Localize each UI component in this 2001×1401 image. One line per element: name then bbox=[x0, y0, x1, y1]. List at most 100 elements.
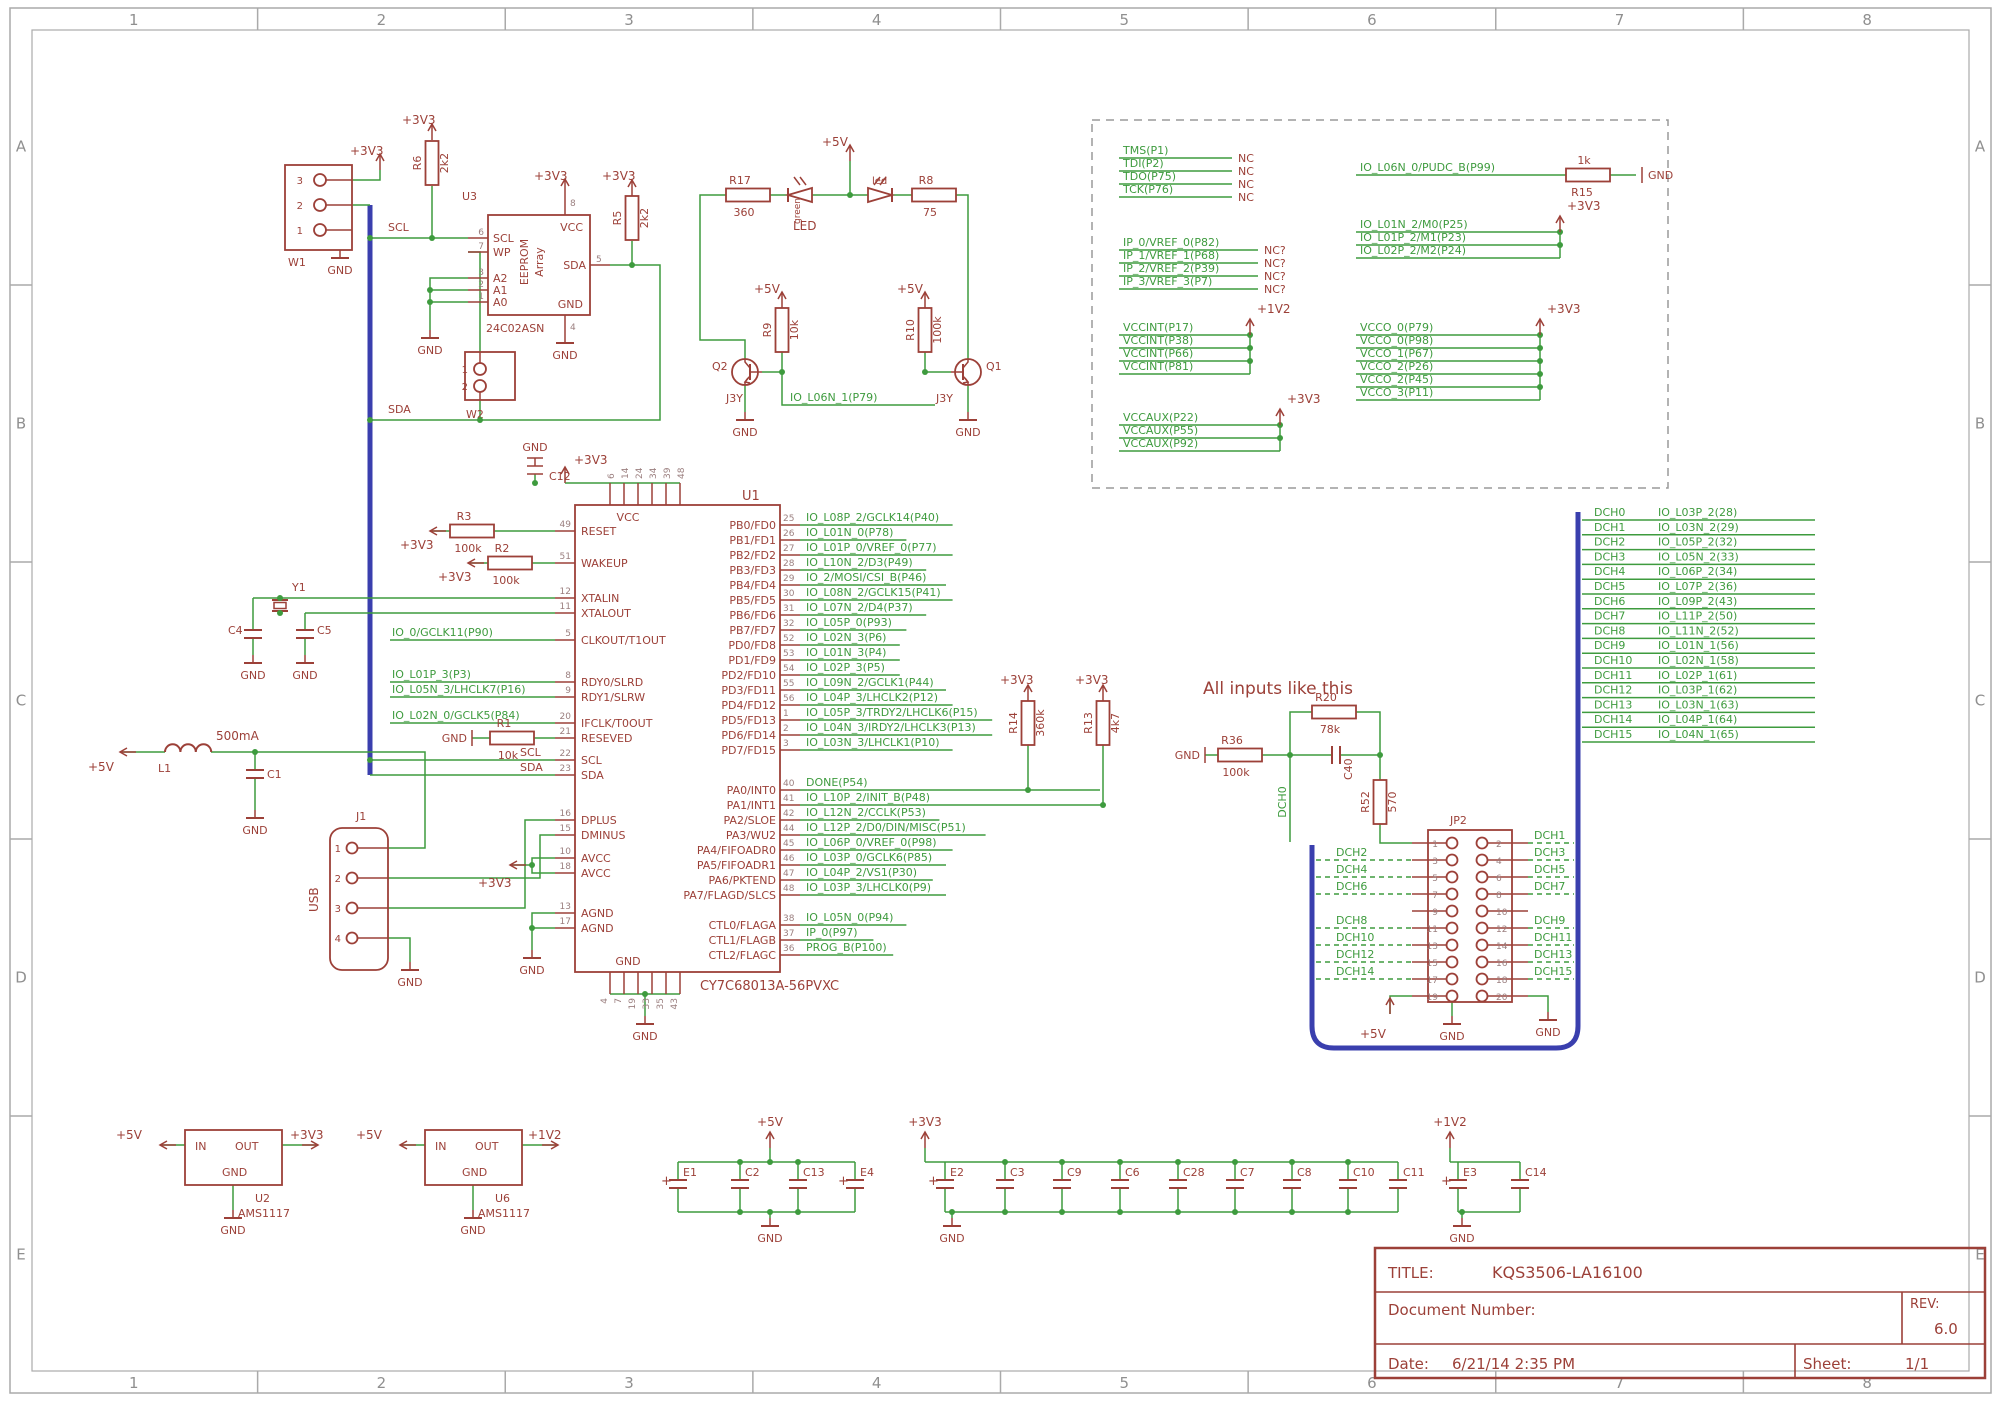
junction-dot bbox=[277, 610, 283, 616]
pin-name: PD1/FD9 bbox=[728, 654, 776, 667]
junction-dot bbox=[1345, 1159, 1351, 1165]
resistor-R2 bbox=[487, 555, 533, 571]
power-arrow-icon bbox=[560, 465, 570, 475]
net-label: VCCINT(P66) bbox=[1123, 347, 1193, 360]
pin-number: 1 bbox=[1432, 840, 1438, 850]
net-label: IO_L03N_2(29) bbox=[1658, 521, 1739, 534]
jp2-pin bbox=[1475, 955, 1489, 969]
net-label: IO_L03P_2(28) bbox=[1658, 506, 1737, 519]
pin-number: 34 bbox=[649, 467, 659, 479]
pin-number: 4 bbox=[1496, 857, 1502, 867]
jp2-pin bbox=[1445, 989, 1459, 1003]
power-arrow-icon bbox=[920, 1130, 930, 1140]
text-label: GND bbox=[220, 1224, 245, 1237]
power-arrow-icon bbox=[118, 747, 128, 757]
net-label: VCCO_3(P11) bbox=[1360, 386, 1433, 399]
pin-number: 36 bbox=[783, 944, 795, 954]
text-label: GND bbox=[222, 1166, 247, 1179]
wire bbox=[699, 194, 746, 359]
pin-name: PB4/FD4 bbox=[729, 579, 776, 592]
pin-number: 6 bbox=[1496, 874, 1502, 884]
frame-col-label: 4 bbox=[872, 1374, 882, 1392]
pin-number: 8 bbox=[570, 199, 576, 209]
net-label: IO_L11P_2(50) bbox=[1658, 610, 1737, 623]
pin-number: 1 bbox=[783, 709, 789, 719]
date-label: Date: bbox=[1388, 1355, 1429, 1373]
net-label: IO_L10P_2/INIT_B(P48) bbox=[806, 791, 930, 804]
resistor-value: 78k bbox=[1320, 723, 1341, 736]
resistor-value: 100k bbox=[931, 316, 944, 344]
power-label: +3V3 bbox=[1567, 199, 1601, 213]
pin-number: 41 bbox=[783, 794, 794, 804]
regulator-U2 bbox=[184, 1129, 283, 1186]
net-label: VCCO_0(P79) bbox=[1360, 321, 1433, 334]
net-label: IO_L01N_2/M0(P25) bbox=[1360, 218, 1468, 231]
pin-number: 22 bbox=[560, 749, 571, 759]
net-label: IO_2/MOSI/CSI_B(P46) bbox=[806, 571, 926, 584]
pin-name: RESET bbox=[581, 525, 617, 538]
text-label: Q1 bbox=[986, 360, 1002, 373]
nc-label: NC? bbox=[1264, 270, 1286, 283]
pin-number: 18 bbox=[560, 862, 572, 872]
pin-number: 53 bbox=[783, 649, 794, 659]
junction-dot bbox=[427, 287, 433, 293]
pin-name: PA7/FLAGD/SLCS bbox=[683, 889, 776, 902]
net-label: DCH4 bbox=[1336, 863, 1367, 876]
net-label: VCCAUX(P22) bbox=[1123, 411, 1198, 424]
net-label: DCH2 bbox=[1594, 536, 1625, 549]
net-label: IO_L12N_2/CCLK(P53) bbox=[806, 806, 926, 819]
text-label: GND bbox=[732, 426, 757, 439]
frame-col-label: 3 bbox=[624, 1374, 634, 1392]
text-label: GND bbox=[1535, 1026, 1560, 1039]
capacitor-ref: C13 bbox=[803, 1166, 825, 1179]
jp2-pin bbox=[1445, 836, 1459, 850]
jp2-pin bbox=[1445, 853, 1459, 867]
power-label: +3V3 bbox=[478, 876, 512, 890]
pin-number: 4 bbox=[335, 934, 341, 945]
nc-label: NC bbox=[1238, 165, 1254, 178]
j1-pin bbox=[345, 931, 359, 945]
pin-number: 8 bbox=[565, 671, 571, 681]
pin-name: PB2/FD2 bbox=[729, 549, 776, 562]
junction-dot bbox=[1117, 1159, 1123, 1165]
polarity-mark: + bbox=[1441, 1174, 1452, 1189]
pin-number: 2 bbox=[478, 280, 484, 290]
jp2-pin bbox=[1445, 921, 1459, 935]
nc-label: NC? bbox=[1264, 283, 1286, 296]
pin-name: PB5/FD5 bbox=[729, 594, 776, 607]
crystal-Y1 bbox=[273, 601, 287, 610]
junction-dot bbox=[367, 417, 373, 423]
wire bbox=[956, 194, 969, 359]
w1-pin bbox=[313, 198, 327, 212]
pin-name: PA5/FIFOADR1 bbox=[697, 859, 776, 872]
net-label: DCH12 bbox=[1336, 948, 1374, 961]
pin-name: DMINUS bbox=[581, 829, 625, 842]
pin-number: 39 bbox=[663, 467, 673, 479]
net-label: IO_0/GCLK11(P90) bbox=[392, 626, 493, 639]
resistor-R3 bbox=[449, 523, 495, 539]
j1-body bbox=[329, 827, 389, 971]
frame-col-label: 2 bbox=[377, 11, 387, 29]
resistor-ref: R52 bbox=[1359, 791, 1372, 813]
regulator-ref: U6 bbox=[495, 1192, 510, 1205]
jp2-pin bbox=[1445, 904, 1459, 918]
net-label: DCH10 bbox=[1336, 931, 1374, 944]
junction-dot bbox=[779, 369, 785, 375]
junction-dot bbox=[429, 235, 435, 241]
power-arrow-icon bbox=[427, 122, 437, 132]
net-label: IO_L04P_1(64) bbox=[1658, 713, 1737, 726]
pin-number: 11 bbox=[560, 602, 571, 612]
pin-number: 42 bbox=[783, 809, 794, 819]
resistor-R1 bbox=[489, 730, 535, 746]
text-label: GND bbox=[632, 1030, 657, 1043]
net-label: IO_L02P_3(P5) bbox=[806, 661, 885, 674]
pin-name: A2 bbox=[493, 272, 508, 285]
junction-dot bbox=[1175, 1159, 1181, 1165]
junction-dot bbox=[767, 1209, 773, 1215]
junction-dot bbox=[1377, 752, 1383, 758]
capacitor-ref: C7 bbox=[1240, 1166, 1255, 1179]
text-label: GND bbox=[462, 1166, 487, 1179]
title-block: TITLE: KQS3506-LA16100 Document Number: … bbox=[1373, 1246, 1987, 1380]
pin-number: 2 bbox=[783, 724, 789, 734]
resistor-R5 bbox=[624, 195, 640, 241]
